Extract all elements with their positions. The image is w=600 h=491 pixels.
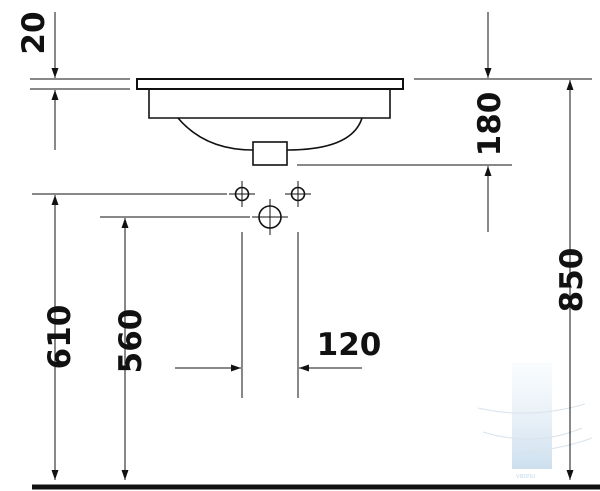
watermark-logo: vannu (477, 363, 593, 480)
dimension-label-tap-spacing: 120 (317, 327, 382, 363)
basin-outline (136, 78, 404, 166)
extension-lines (30, 78, 592, 398)
svg-text:vannu: vannu (516, 473, 535, 480)
drain-outlet-symbol (252, 199, 288, 235)
dimension-label-rim-thickness: 20 (16, 11, 52, 54)
dimension-label-drain-height: 560 (113, 309, 149, 374)
water-supply-right-symbol (285, 181, 311, 207)
water-supply-left-symbol (229, 181, 255, 207)
dimension-label-bowl-depth: 180 (472, 92, 508, 157)
dimension-label-total-height: 850 (554, 248, 590, 313)
dimension-label-supply-height: 610 (42, 305, 78, 370)
